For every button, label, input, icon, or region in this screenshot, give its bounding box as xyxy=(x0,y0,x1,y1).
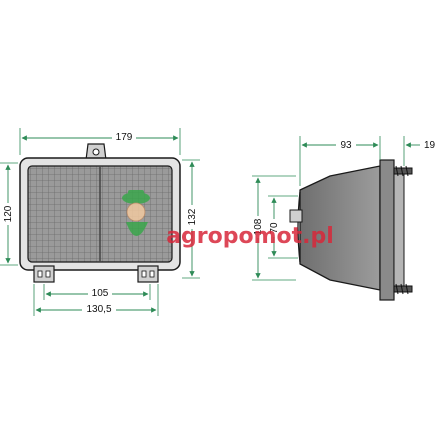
watermark: agropomot.pl xyxy=(122,190,334,249)
adjuster-screw-bottom xyxy=(393,283,413,295)
bottom-tab-left xyxy=(33,265,55,283)
dim-depth: 93 xyxy=(340,140,352,151)
dim-bottom-inner: 105 xyxy=(92,288,109,299)
dim-height-left: 120 xyxy=(3,205,14,222)
rear-cap xyxy=(297,191,301,263)
mascot-logo xyxy=(122,190,150,236)
bulb-connector xyxy=(289,209,303,223)
dim-width-total: 179 xyxy=(116,132,133,143)
dim-flange: 19 xyxy=(424,140,436,151)
dim-height-right: 132 xyxy=(187,208,198,225)
front-view: 179 120 132 105 130,5 xyxy=(0,128,200,316)
adjuster-screw-top xyxy=(393,165,413,177)
watermark-text: agropomot.pl xyxy=(166,224,334,249)
dim-height-outer: 108 xyxy=(253,218,264,235)
front-bezel xyxy=(379,159,395,301)
dim-bottom-outer: 130,5 xyxy=(86,304,111,315)
bottom-tab-right xyxy=(137,265,159,283)
side-view: 93 19 108 70 xyxy=(251,136,436,301)
dim-height-inner: 70 xyxy=(269,222,280,234)
lens-edge xyxy=(393,167,405,293)
tab-hole xyxy=(92,148,100,156)
